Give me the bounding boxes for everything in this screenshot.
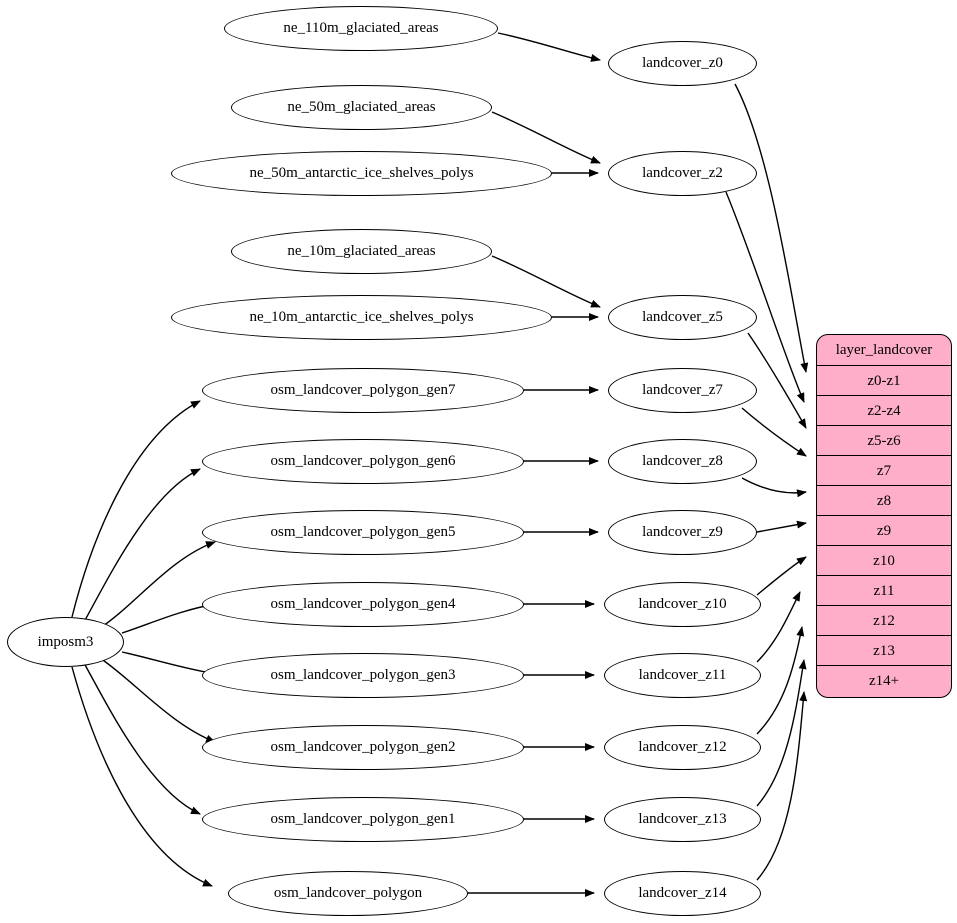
node-osm-landcover-polygon-gen7[interactable]: osm_landcover_polygon_gen7 (202, 368, 524, 413)
node-landcover-z11[interactable]: landcover_z11 (604, 653, 761, 698)
node-label: ne_110m_glaciated_areas (283, 20, 439, 36)
node-imposm3[interactable]: imposm3 (7, 617, 124, 667)
node-label: osm_landcover_polygon (273, 885, 423, 901)
edge-z11-to-row-z11 (756, 591, 801, 663)
node-landcover-z8[interactable]: landcover_z8 (608, 439, 757, 484)
node-label: ne_50m_glaciated_areas (287, 99, 436, 115)
layer-table-row-z5-z6[interactable]: z5-z6 (817, 425, 951, 455)
node-label: landcover_z7 (642, 382, 723, 398)
edge-imposm3-to-gen1 (83, 662, 201, 815)
edge-z10-to-row-z10 (756, 556, 807, 596)
edge-z13-to-row-z13 (756, 659, 807, 807)
node-landcover-z10[interactable]: landcover_z10 (604, 582, 761, 627)
node-label: landcover_z2 (642, 165, 723, 181)
layer-table-row-z2-z4[interactable]: z2-z4 (817, 395, 951, 425)
node-label: landcover_z14 (638, 885, 727, 901)
node-label: osm_landcover_polygon_gen1 (270, 811, 456, 827)
layer-table-row-z8[interactable]: z8 (817, 485, 951, 515)
layer-table-row-z11[interactable]: z11 (817, 575, 951, 605)
node-osm-landcover-polygon-gen2[interactable]: osm_landcover_polygon_gen2 (202, 725, 524, 770)
edge-imposm3-to-polygon (71, 666, 213, 887)
edge-ne10mglac-to-z5 (491, 255, 601, 308)
layer-landcover-table[interactable]: layer_landcover z0-z1 z2-z4 z5-z6 z7 z8 … (816, 334, 952, 698)
node-label: landcover_z5 (642, 309, 723, 325)
node-label: osm_landcover_polygon_gen6 (270, 453, 456, 469)
node-label: landcover_z12 (638, 739, 727, 755)
node-label: landcover_z8 (642, 453, 723, 469)
node-label: ne_10m_antarctic_ice_shelves_polys (249, 309, 474, 325)
layer-table-row-z14-plus[interactable]: z14+ (817, 665, 951, 695)
node-label: ne_10m_glaciated_areas (287, 243, 436, 259)
node-label: osm_landcover_polygon_gen4 (270, 596, 456, 612)
layer-table-row-z13[interactable]: z13 (817, 635, 951, 665)
edge-imposm3-to-gen5 (99, 541, 216, 629)
node-ne-10m-antarctic-ice-shelves-polys[interactable]: ne_10m_antarctic_ice_shelves_polys (171, 295, 552, 340)
node-landcover-z9[interactable]: landcover_z9 (608, 510, 757, 555)
node-label: osm_landcover_polygon_gen3 (270, 667, 456, 683)
node-landcover-z14[interactable]: landcover_z14 (604, 871, 761, 916)
node-osm-landcover-polygon-gen1[interactable]: osm_landcover_polygon_gen1 (202, 797, 524, 842)
edge-z0-to-row-z0z1 (734, 83, 809, 373)
node-osm-landcover-polygon-gen6[interactable]: osm_landcover_polygon_gen6 (202, 439, 524, 484)
node-landcover-z13[interactable]: landcover_z13 (604, 797, 761, 842)
node-label: landcover_z9 (642, 524, 723, 540)
edge-z2-to-row-z2z4 (725, 191, 805, 403)
node-osm-landcover-polygon-gen3[interactable]: osm_landcover_polygon_gen3 (202, 653, 524, 698)
edge-z9-to-row-z9 (756, 520, 807, 533)
node-landcover-z12[interactable]: landcover_z12 (604, 725, 761, 770)
layer-table-row-z0-z1[interactable]: z0-z1 (817, 365, 951, 395)
edge-z7-to-row-z7 (741, 407, 807, 457)
layer-table-header: layer_landcover (835, 342, 933, 358)
edge-z5-to-row-z5z6 (747, 332, 807, 429)
node-landcover-z2[interactable]: landcover_z2 (608, 151, 757, 196)
node-landcover-z5[interactable]: landcover_z5 (608, 295, 757, 340)
edge-z14-to-row-z14plus (756, 691, 808, 881)
layer-table-row-z12[interactable]: z12 (817, 605, 951, 635)
node-label: osm_landcover_polygon_gen5 (270, 524, 456, 540)
edge-ne50mglac-to-z2 (491, 111, 601, 164)
edge-ne110m-to-z0 (497, 32, 601, 62)
node-label: landcover_z0 (642, 55, 723, 71)
layer-table-row-z10[interactable]: z10 (817, 545, 951, 575)
edge-z12-to-row-z12 (756, 626, 805, 735)
edge-imposm3-to-gen2 (99, 657, 216, 743)
node-label: ne_50m_antarctic_ice_shelves_polys (249, 165, 474, 181)
node-ne-50m-glaciated-areas[interactable]: ne_50m_glaciated_areas (231, 85, 492, 130)
node-landcover-z7[interactable]: landcover_z7 (608, 368, 757, 413)
node-osm-landcover-polygon-gen4[interactable]: osm_landcover_polygon_gen4 (202, 582, 524, 627)
edge-imposm3-to-gen4 (121, 601, 217, 634)
node-label: landcover_z10 (638, 596, 727, 612)
node-ne-110m-glaciated-areas[interactable]: ne_110m_glaciated_areas (224, 6, 498, 51)
node-landcover-z0[interactable]: landcover_z0 (608, 41, 757, 86)
node-label: osm_landcover_polygon_gen2 (270, 739, 456, 755)
node-osm-landcover-polygon[interactable]: osm_landcover_polygon (228, 871, 468, 916)
node-label: osm_landcover_polygon_gen7 (270, 382, 456, 398)
edge-z8-to-row-z8 (741, 477, 807, 498)
edge-imposm3-to-gen7 (71, 400, 201, 618)
node-ne-10m-glaciated-areas[interactable]: ne_10m_glaciated_areas (231, 229, 492, 274)
node-label: landcover_z11 (638, 667, 727, 683)
node-label: imposm3 (37, 633, 94, 650)
edge-imposm3-to-gen3 (121, 651, 217, 677)
layer-table-row-z7[interactable]: z7 (817, 455, 951, 485)
layer-table-row-z9[interactable]: z9 (817, 515, 951, 545)
edge-imposm3-to-gen6 (83, 468, 201, 623)
node-label: landcover_z13 (638, 811, 727, 827)
node-osm-landcover-polygon-gen5[interactable]: osm_landcover_polygon_gen5 (202, 510, 524, 555)
node-ne-50m-antarctic-ice-shelves-polys[interactable]: ne_50m_antarctic_ice_shelves_polys (171, 151, 552, 196)
